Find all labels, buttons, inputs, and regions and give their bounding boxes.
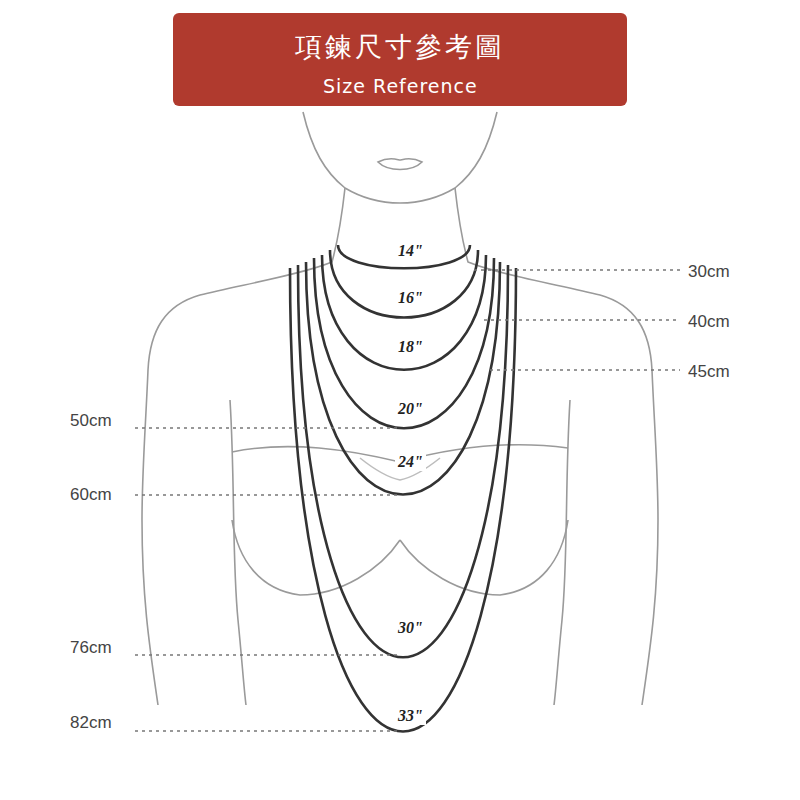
- leader-lines: [135, 270, 680, 731]
- length-cm: 60cm: [70, 486, 112, 505]
- size-inch: 24": [395, 453, 426, 471]
- length-cm: 30cm: [688, 263, 730, 282]
- necklace-24: [306, 262, 500, 495]
- banner-subtitle: Size Reference: [323, 76, 478, 97]
- necklace-30: [298, 265, 508, 657]
- size-inch: 18": [395, 338, 426, 356]
- size-inch: 16": [395, 289, 426, 307]
- size-inch: 20": [395, 400, 426, 418]
- size-inch: 33": [395, 707, 426, 725]
- size-inch: 30": [395, 619, 426, 637]
- banner-title: 項鍊尺寸參考圖: [295, 32, 505, 62]
- length-cm: 50cm: [70, 412, 112, 431]
- necklace-chains: [290, 245, 516, 732]
- necklace-16: [330, 250, 478, 318]
- necklace-18: [322, 255, 486, 370]
- title-banner: [173, 13, 627, 106]
- length-cm: 40cm: [688, 313, 730, 332]
- length-cm: 82cm: [70, 714, 112, 733]
- lips: [378, 159, 422, 170]
- body-outline: [142, 112, 658, 705]
- length-cm: 76cm: [70, 639, 112, 658]
- size-inch: 14": [395, 242, 426, 260]
- length-cm: 45cm: [688, 363, 730, 382]
- necklace-20: [314, 258, 494, 428]
- necklace-33: [290, 268, 516, 732]
